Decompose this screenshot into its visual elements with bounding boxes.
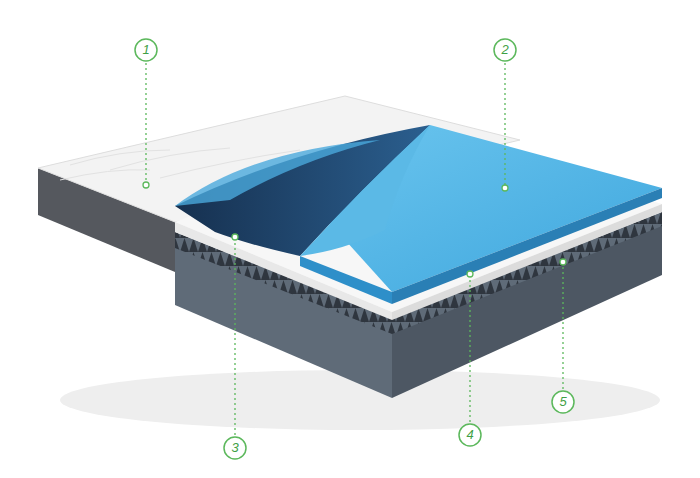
callout-number: 2 <box>495 40 515 60</box>
callout-number: 1 <box>136 40 156 60</box>
callout-number: 3 <box>225 438 245 458</box>
callout-circles <box>135 39 574 459</box>
blue-layer-curl-top <box>300 125 430 256</box>
blue-layer-curl-underside <box>175 125 430 256</box>
callout-number: 4 <box>460 425 480 445</box>
leader-lines <box>146 63 563 435</box>
blue-layer-side <box>392 188 662 304</box>
leader-dots <box>143 182 566 277</box>
blue-layer-flap <box>175 140 380 206</box>
callout-number: 5 <box>553 392 573 412</box>
blue-layer-front <box>300 256 392 304</box>
